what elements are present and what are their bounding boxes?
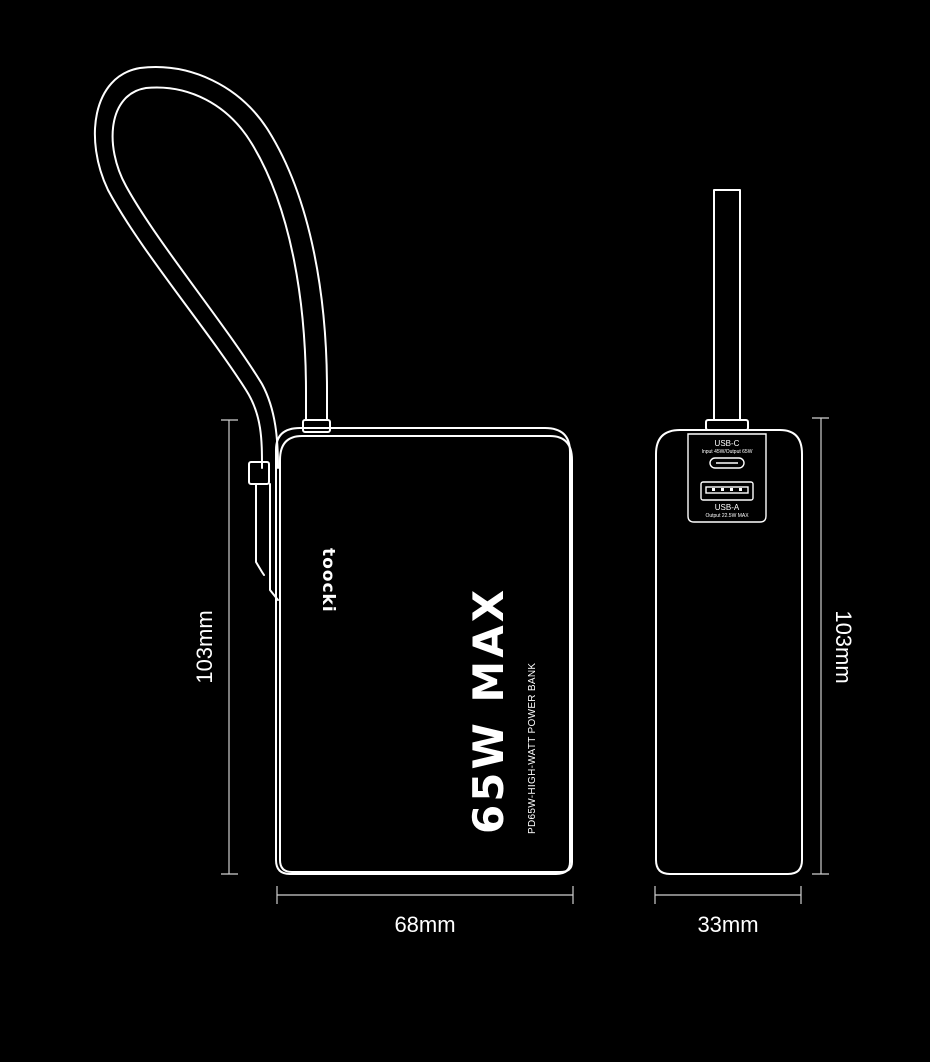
front-height-dimension: 103mm	[192, 419, 238, 875]
model-subline: PD65W-HIGH-WATT POWER BANK	[527, 663, 538, 834]
usb-c-spec: Input 45W/Output 65W	[702, 449, 753, 455]
side-cable-connector	[705, 419, 749, 431]
side-cable	[713, 189, 741, 421]
cable-side-wire	[255, 483, 265, 576]
cable-top-connector	[302, 419, 331, 433]
cable-side-plug	[248, 461, 270, 485]
front-height-label: 103mm	[192, 610, 217, 683]
usb-a-spec: Output 22.5W MAX	[705, 513, 749, 519]
front-width-label: 68mm	[394, 912, 455, 937]
brand-logo: toocki	[318, 548, 338, 613]
side-view: USB-C Input 45W/Output 65W USB-A Output …	[655, 189, 803, 875]
usb-c-port-icon	[709, 457, 745, 469]
cable-loop-inner	[111, 86, 307, 469]
usb-a-port-icon	[700, 481, 754, 501]
side-body	[655, 429, 803, 875]
front-width-dimension: 68mm	[276, 886, 574, 937]
side-height-label: 103mm	[831, 610, 856, 683]
usb-c-label: USB-C	[715, 439, 740, 448]
usb-a-label: USB-A	[715, 503, 740, 512]
front-body-face	[279, 435, 573, 873]
front-body-back	[275, 427, 571, 875]
cable-loop-outer	[93, 66, 328, 469]
front-view: toocki 65W MAX PD65W-HIGH-WATT POWER BAN…	[93, 66, 573, 875]
port-panel	[687, 433, 767, 523]
side-height-dimension: 103mm	[812, 417, 856, 875]
side-depth-label: 33mm	[697, 912, 758, 937]
model-headline: 65W MAX	[464, 587, 513, 834]
side-depth-dimension: 33mm	[654, 886, 802, 937]
